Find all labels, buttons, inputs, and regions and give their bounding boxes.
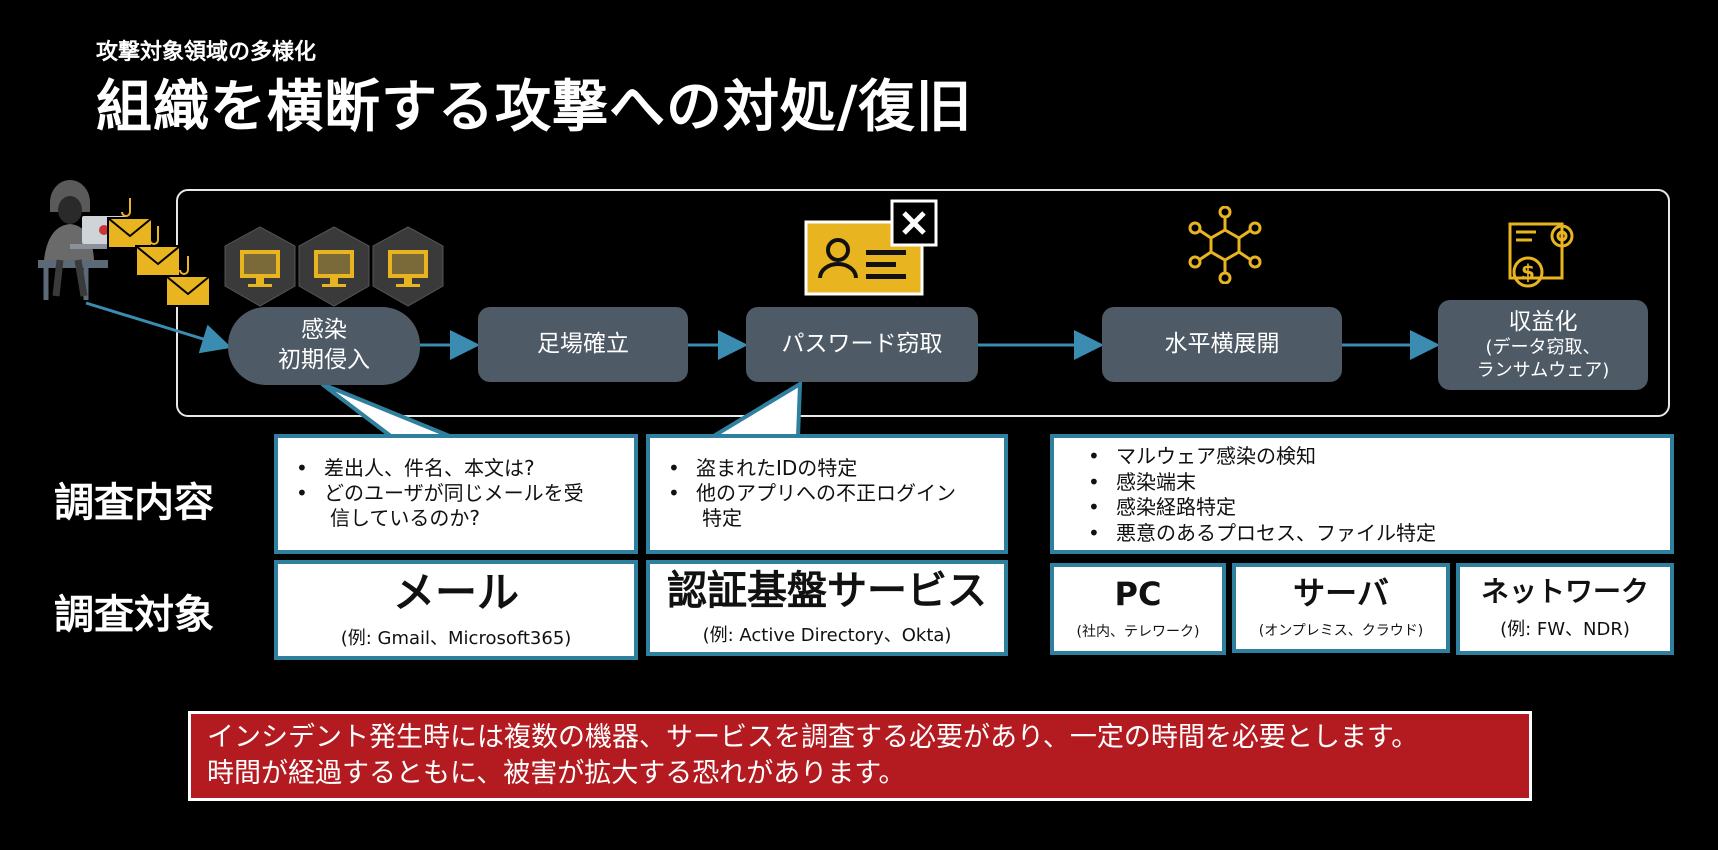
subtitle: 攻撃対象領域の多様化 xyxy=(96,40,317,65)
arrow-hacker-to-infection xyxy=(85,301,232,354)
target-name-auth: 認証基盤サービス xyxy=(667,568,987,614)
target-example-mail: (例: Gmail、Microsoft365) xyxy=(340,628,572,650)
step-infection-line2: 初期侵入 xyxy=(278,347,370,373)
step-infection-line1: 感染 xyxy=(301,317,347,344)
warning-banner: インシデント発生時には複数の機器、サービスを調査する必要があり、一定の時間を必要… xyxy=(188,711,1532,801)
step-lateral-movement: 水平横展開 xyxy=(1102,307,1342,382)
phishing-mail-icon xyxy=(107,198,211,307)
investigation-box-auth: 盗まれたIDの特定 他のアプリへの不正ログイン 特定 xyxy=(646,434,1008,554)
target-box-server: サーバ (オンプレミス、クラウド) xyxy=(1232,563,1450,653)
step-lateral-movement-label: 水平横展開 xyxy=(1164,330,1280,357)
investigation-item: 感染端末 xyxy=(1076,470,1660,496)
target-box-pc: PC (社内、テレワーク) xyxy=(1050,563,1226,655)
investigation-box-mail: 差出人、件名、本文は? どのユーザが同じメールを受 信しているのか? xyxy=(274,434,638,554)
step-monetization: 収益化 (データ窃取、 ランサムウェア) xyxy=(1438,300,1648,390)
infected-monitor-icon xyxy=(224,226,444,307)
step-monetization-label: 収益化 xyxy=(1508,308,1578,335)
row-label-investigation: 調査内容 xyxy=(54,480,214,526)
svg-text:$: $ xyxy=(1521,260,1535,284)
monetization-gear-icon: $ xyxy=(1508,222,1574,288)
target-example-pc: (社内、テレワーク) xyxy=(1076,623,1200,640)
step-password-theft-label: パスワード窃取 xyxy=(781,330,943,357)
target-name-network: ネットワーク xyxy=(1480,574,1649,608)
step-password-theft: パスワード窃取 xyxy=(746,307,978,382)
step-infection: 感染 初期侵入 xyxy=(228,307,420,385)
row-label-target: 調査対象 xyxy=(54,592,214,638)
investigation-item: 盗まれたIDの特定 xyxy=(656,456,994,481)
investigation-item-cont: 特定 xyxy=(702,506,742,530)
investigation-box-endpoint: マルウェア感染の検知 感染端末 感染経路特定 悪意のあるプロセス、ファイル特定 xyxy=(1050,434,1674,554)
close-icon xyxy=(890,199,938,247)
target-box-mail: メール (例: Gmail、Microsoft365) xyxy=(274,560,638,660)
step-foothold: 足場確立 xyxy=(478,307,688,382)
investigation-item: どのユーザが同じメールを受 xyxy=(284,481,624,506)
investigation-item: 差出人、件名、本文は? xyxy=(284,456,624,481)
target-example-server: (オンプレミス、クラウド) xyxy=(1258,622,1424,639)
investigation-item: 他のアプリへの不正ログイン xyxy=(656,481,994,506)
investigation-item: 悪意のあるプロセス、ファイル特定 xyxy=(1076,521,1660,547)
target-example-network: (例: FW、NDR) xyxy=(1500,619,1630,641)
step-foothold-label: 足場確立 xyxy=(537,330,629,357)
callout-tail-auth xyxy=(704,380,803,439)
banner-line2: 時間が経過するともに、被害が拡大する恐れがあります。 xyxy=(207,758,906,790)
target-name-server: サーバ xyxy=(1293,574,1389,613)
target-name-mail: メール xyxy=(392,567,519,617)
target-example-auth: (例: Active Directory、Okta) xyxy=(702,625,952,646)
callout-tail-mail xyxy=(320,382,453,439)
target-box-network: ネットワーク (例: FW、NDR) xyxy=(1456,563,1674,655)
page-title: 組織を横断する攻撃への対処/復旧 xyxy=(96,75,973,140)
banner-line1: インシデント発生時には複数の機器、サービスを調査する必要があり、一定の時間を必要… xyxy=(207,722,1419,753)
investigation-item-cont: 信しているのか? xyxy=(330,506,481,530)
target-box-auth: 認証基盤サービス (例: Active Directory、Okta) xyxy=(646,560,1008,656)
investigation-item: 感染経路特定 xyxy=(1076,495,1660,521)
network-node-icon xyxy=(1188,206,1262,284)
step-monetization-note1: (データ窃取、 xyxy=(1485,337,1601,359)
investigation-item: マルウェア感染の検知 xyxy=(1076,444,1660,470)
target-name-pc: PC xyxy=(1114,575,1162,614)
step-monetization-note2: ランサムウェア) xyxy=(1476,359,1610,381)
